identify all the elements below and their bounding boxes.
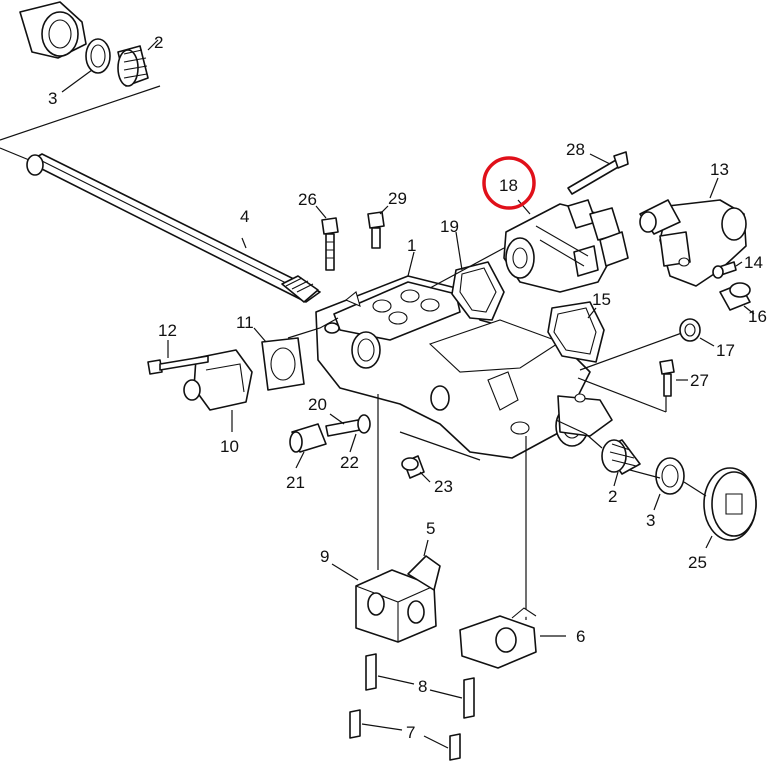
label-17: 17 (716, 341, 735, 360)
gasket-15 (547, 301, 605, 363)
fork-5 (407, 539, 441, 591)
label-26: 26 (298, 190, 317, 209)
label-3-top: 3 (48, 89, 57, 108)
flange-25 (703, 467, 757, 549)
bolt-27 (659, 359, 688, 412)
seal-ring-right (653, 457, 685, 511)
fitting-16 (719, 282, 755, 315)
highlight-circle (482, 156, 536, 210)
label-28: 28 (566, 140, 585, 159)
label-1: 1 (407, 236, 416, 255)
pin-8b (463, 677, 475, 719)
sensor-21 (289, 419, 361, 469)
label-18: 18 (499, 176, 518, 195)
label-5: 5 (426, 519, 435, 538)
label-25: 25 (688, 553, 707, 572)
label-7: 7 (406, 723, 415, 742)
bolt-12 (147, 340, 209, 375)
label-27: 27 (690, 371, 709, 390)
gasket-11 (253, 327, 305, 391)
label-29: 29 (388, 189, 407, 208)
label-19: 19 (440, 217, 459, 236)
label-2-top: 2 (154, 33, 163, 52)
selector-unit-18 (503, 199, 629, 293)
label-4: 4 (240, 207, 249, 226)
gasket-19 (451, 231, 505, 321)
bolt-29 (367, 205, 389, 249)
needle-bearing-top (117, 45, 149, 87)
seal-17 (679, 318, 715, 347)
label-9: 9 (320, 547, 329, 566)
shaft (0, 147, 321, 303)
needle-bearing-right (601, 439, 641, 487)
fork-6 (459, 607, 566, 669)
label-13: 13 (710, 160, 729, 179)
label-12: 12 (158, 321, 177, 340)
pin-8a (365, 653, 377, 691)
fork-9 (331, 563, 437, 643)
pin-7b (449, 733, 461, 761)
label-10: 10 (220, 437, 239, 456)
label-21: 21 (286, 473, 305, 492)
top-left-housing (19, 1, 87, 59)
label-3-right: 3 (646, 511, 655, 530)
label-8: 8 (418, 677, 427, 696)
cover-10 (183, 349, 253, 432)
bolt-28 (567, 151, 629, 195)
label-20: 20 (308, 395, 327, 414)
label-23: 23 (434, 477, 453, 496)
seal-ring-top (85, 38, 111, 74)
label-6: 6 (576, 627, 585, 646)
pin-7a (349, 709, 361, 739)
label-11: 11 (236, 313, 254, 332)
screw-14 (712, 261, 743, 279)
label-15: 15 (592, 290, 611, 309)
bolt-26 (315, 205, 339, 271)
label-16: 16 (748, 307, 767, 326)
label-14: 14 (744, 253, 763, 272)
label-2-right: 2 (608, 487, 617, 506)
label-22: 22 (340, 453, 359, 472)
plug-23 (401, 455, 431, 483)
washer-22 (349, 414, 371, 453)
